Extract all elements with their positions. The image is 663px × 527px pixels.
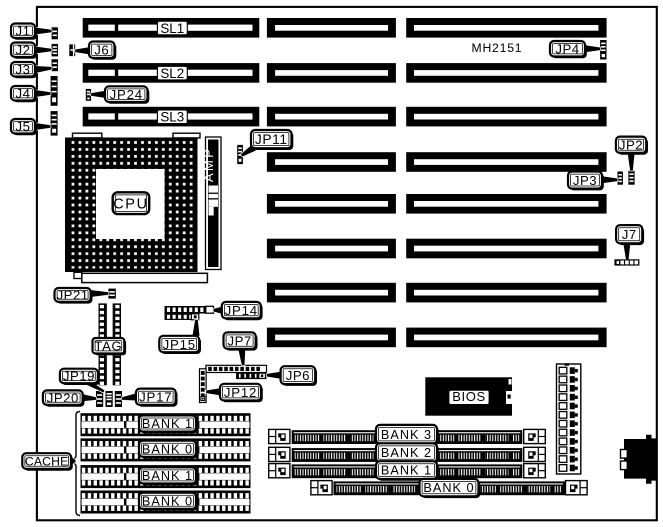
svg-text:JP20: JP20 bbox=[47, 390, 79, 405]
svg-text:J3: J3 bbox=[16, 62, 31, 77]
svg-text:JP15: JP15 bbox=[163, 337, 196, 352]
svg-text:JP17: JP17 bbox=[139, 390, 172, 405]
svg-text:BIOS: BIOS bbox=[452, 389, 485, 404]
svg-text:JP2: JP2 bbox=[619, 138, 643, 153]
svg-text:CACHE: CACHE bbox=[25, 454, 69, 468]
svg-text:J7: J7 bbox=[622, 227, 637, 242]
svg-text:J5: J5 bbox=[16, 119, 31, 134]
svg-text:BANK 0: BANK 0 bbox=[142, 494, 193, 508]
svg-text:BANK 1: BANK 1 bbox=[142, 469, 193, 483]
svg-text:J1: J1 bbox=[16, 24, 31, 39]
svg-text:TAG: TAG bbox=[94, 338, 122, 353]
svg-text:JP12: JP12 bbox=[224, 385, 257, 400]
svg-text:JP11: JP11 bbox=[255, 132, 288, 147]
svg-text:BANK 1: BANK 1 bbox=[381, 464, 432, 478]
svg-text:J2: J2 bbox=[16, 43, 31, 58]
svg-text:JP14: JP14 bbox=[225, 303, 258, 318]
svg-text:BANK 0: BANK 0 bbox=[423, 481, 474, 495]
svg-text:JP3: JP3 bbox=[573, 173, 597, 188]
svg-text:BANK 1: BANK 1 bbox=[142, 417, 193, 431]
svg-text:JP4: JP4 bbox=[555, 42, 579, 57]
svg-text:MH2151: MH2151 bbox=[472, 41, 523, 55]
svg-text:SL1: SL1 bbox=[160, 21, 184, 36]
svg-text:JP21: JP21 bbox=[57, 288, 89, 303]
svg-text:BANK 3: BANK 3 bbox=[381, 428, 432, 442]
svg-text:CPU: CPU bbox=[113, 196, 148, 212]
svg-text:JP7: JP7 bbox=[227, 333, 251, 348]
svg-text:JP6: JP6 bbox=[286, 368, 310, 383]
svg-text:SL2: SL2 bbox=[160, 66, 184, 81]
svg-text:J6: J6 bbox=[94, 43, 109, 58]
svg-text:BANK 0: BANK 0 bbox=[142, 442, 193, 456]
svg-text:AMP: AMP bbox=[201, 147, 216, 182]
svg-text:JP19: JP19 bbox=[63, 369, 95, 384]
svg-text:JP24: JP24 bbox=[110, 87, 143, 102]
svg-text:J4: J4 bbox=[16, 86, 31, 101]
svg-text:BANK 2: BANK 2 bbox=[381, 446, 432, 460]
svg-text:SL3: SL3 bbox=[160, 110, 184, 125]
